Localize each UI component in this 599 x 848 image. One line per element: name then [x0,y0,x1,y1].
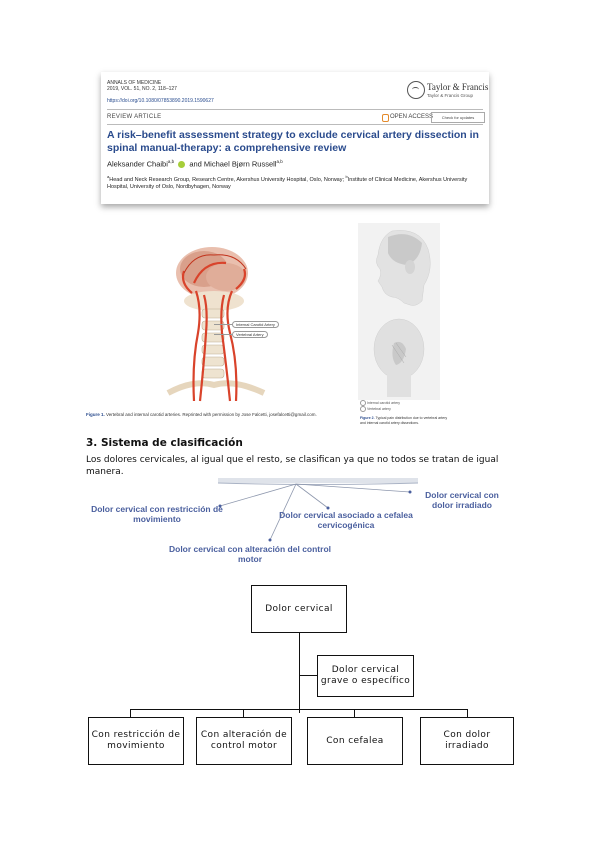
check-updates-button[interactable]: Check for updates [431,112,485,123]
publisher-logo-icon [407,81,425,99]
author-name: Aleksander Chaibi [107,159,168,169]
author-sup: a,b [167,159,175,164]
classification-flowchart: Dolor cervical Dolor cervical grave o es… [88,585,514,775]
figure2-legend: Internal carotid artery Vertebral artery [360,400,401,413]
node-root: Dolor cervical [251,585,347,633]
open-access-label: OPEN ACCESS [390,114,434,120]
article-header-card: ANNALS OF MEDICINE 2019, VOL. 51, NO. 2,… [101,72,489,204]
connector-line [467,709,468,717]
callout-leader [214,324,232,325]
journal-info: ANNALS OF MEDICINE 2019, VOL. 51, NO. 2,… [107,80,177,92]
neck-arteries-illustration [166,247,266,402]
connector-line [243,709,244,717]
divider [107,109,483,110]
radial-spokes [217,478,419,542]
journal-issue: 2019, VOL. 51, NO. 2, 118–127 [107,86,177,92]
author-sup: a,b [276,159,283,164]
node-leaf: Con alteración de control motor [196,717,292,765]
legend-label: Internal carotid artery [366,401,401,405]
figure2-caption: Figure 2. Typical pain distribution due … [360,416,450,425]
radial-label: Dolor cervical con alteración del contro… [168,544,332,564]
article-authors: Aleksander Chaibia,b and Michael Bjørn R… [107,159,283,169]
node-leaf: Con restricción de movimiento [88,717,184,765]
affil-text: Institute of Clinical Medicine, Akershus… [107,176,468,190]
figure-label: Figure 2. [360,416,375,420]
connector-line [130,709,131,717]
radial-label: Dolor cervical con dolor irradiado [425,490,499,510]
legend-label: Vertebral artery [366,407,391,412]
node-severe: Dolor cervical grave o específico [317,655,414,697]
divider [107,124,483,125]
publisher-name: Taylor & Francis [427,82,489,92]
callout-leader [214,334,232,335]
figure-caption-text: Typical pain distribution due to vertebr… [360,416,448,425]
article-affiliations: aHead and Neck Research Group, Research … [107,173,485,191]
affil-text: Head and Neck Research Group, Research C… [109,176,344,183]
article-title: A risk–benefit assessment strategy to ex… [107,129,479,154]
figure1-caption: Figure 1. Vertebral and internal carotid… [86,412,317,417]
section-heading: 3. Sistema de clasificación [86,437,243,449]
callout-internal-carotid: Internal Carotid Artery [232,321,279,328]
figure-caption-text: Vertebral and internal carotid arteries.… [106,412,317,417]
figure-label: Figure 1. [86,412,105,417]
radial-label: Dolor cervical asociado a cefalea cervic… [279,510,413,530]
legend-item: Internal carotid artery [360,400,401,407]
doi-link[interactable]: https://doi.org/10.1080/07853890.2019.15… [107,98,214,104]
orcid-icon[interactable] [178,160,186,168]
connector-line [299,675,317,676]
radial-label: Dolor cervical con restricción de movimi… [91,504,223,524]
connector-line [299,633,300,713]
open-access-icon [382,114,389,122]
connector-line [130,709,468,710]
section-intro: Los dolores cervicales, al igual que el … [86,455,499,477]
radial-classification-image: Dolor cervical con restricción de movimi… [78,478,514,570]
head-pain-illustration [358,223,440,400]
callout-vertebral-artery: Vertebral Artery [232,331,268,338]
node-leaf: Con dolor irradiado [420,717,514,765]
journal-name: ANNALS OF MEDICINE [107,80,162,86]
affil-sup: b [345,174,348,179]
author-name: and Michael Bjørn Russell [189,159,277,169]
article-type: REVIEW ARTICLE [107,114,162,120]
legend-item: Vertebral artery [360,406,400,413]
node-leaf: Con cefalea [307,717,403,765]
connector-line [354,709,355,717]
affil-sup: a [107,174,110,179]
publisher-sub: Taylor & Francis Group [427,93,474,98]
